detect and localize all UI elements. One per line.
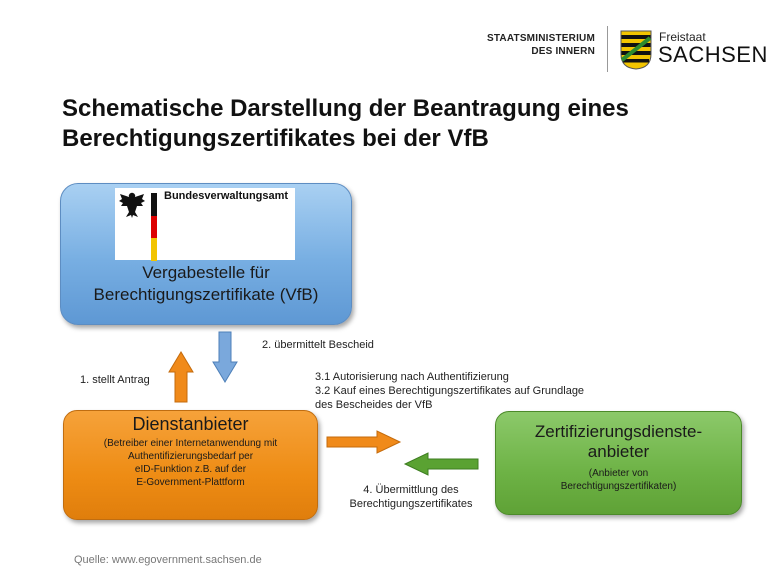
sachsen-crest-icon xyxy=(620,30,652,70)
zda-title-line2: anbieter xyxy=(587,442,650,461)
label-step3-line2: 3.2 Kauf eines Berechtigungszertifikates… xyxy=(315,385,585,397)
header-divider xyxy=(607,26,608,72)
label-step3-line3: des Bescheides der VfB xyxy=(315,399,433,411)
german-flag-stripe-icon xyxy=(151,193,157,261)
vfb-title: Vergabestelle für Berechtigungszertifika… xyxy=(60,262,352,306)
ministry-name: STAATSMINISTERIUM DES INNERN xyxy=(470,32,595,58)
dienstanbieter-desc-line3: eID-Funktion z.B. auf der xyxy=(134,464,247,475)
dienstanbieter-title: Dienstanbieter xyxy=(132,414,249,434)
ministry-line1: STAATSMINISTERIUM xyxy=(486,33,595,44)
dienstanbieter-description: (Betreiber einer Internetanwendung mit A… xyxy=(63,437,318,489)
zda-description: (Anbieter von Berechtigungszertifikaten) xyxy=(495,467,742,493)
label-step2: 2. übermittelt Bescheid xyxy=(262,339,374,351)
bva-logo xyxy=(115,188,295,260)
zda-desc-line2: Berechtigungszertifikaten) xyxy=(560,481,677,492)
bva-logo-text: Bundesverwaltungsamt xyxy=(164,190,289,202)
arrow-right-kauf xyxy=(326,430,402,454)
title-line2: Berechtigungszertifikates bei der VfB xyxy=(62,125,489,152)
dienstanbieter-desc-line1: (Betreiber einer Internetanwendung mit xyxy=(103,438,278,449)
dienstanbieter-desc-line4: E-Government-Plattform xyxy=(136,477,245,488)
state-label-small: Freistaat xyxy=(659,30,706,44)
dienstanbieter-box xyxy=(63,410,318,520)
label-step3: 3.1 Autorisierung nach Authentifizierung… xyxy=(315,370,584,412)
zda-desc-line1: (Anbieter von xyxy=(588,468,649,479)
ministry-line2: DES INNERN xyxy=(531,46,595,57)
state-label-large: SACHSEN xyxy=(658,42,768,67)
arrow-up-antrag xyxy=(168,351,194,403)
label-step4-line2: Berechtigungszertifikates xyxy=(349,498,473,510)
title-line1: Schematische Darstellung der Beantragung… xyxy=(62,95,629,122)
source-note: Quelle: www.egovernment.sachsen.de xyxy=(74,554,262,566)
vfb-title-line2: Berechtigungszertifikate (VfB) xyxy=(93,285,319,304)
zda-box xyxy=(495,411,742,515)
label-step4-line1: 4. Übermittlung des xyxy=(363,484,459,496)
federal-eagle-icon xyxy=(119,192,145,218)
page-title: Schematische Darstellung der Beantragung… xyxy=(62,94,722,154)
zda-title-line1: Zertifizierungsdienste- xyxy=(534,422,703,441)
label-step3-line1: 3.1 Autorisierung nach Authentifizierung xyxy=(315,371,509,383)
label-step4: 4. Übermittlung des Berechtigungszertifi… xyxy=(328,483,494,511)
zda-title: Zertifizierungsdienste- anbieter xyxy=(495,422,742,462)
label-step1: 1. stellt Antrag xyxy=(80,374,150,386)
arrow-down-bescheid xyxy=(212,331,238,383)
vfb-title-line1: Vergabestelle für xyxy=(142,263,270,282)
dienstanbieter-desc-line2: Authentifizierungsbedarf per xyxy=(127,451,254,462)
arrow-left-uebermittlung xyxy=(403,452,479,476)
